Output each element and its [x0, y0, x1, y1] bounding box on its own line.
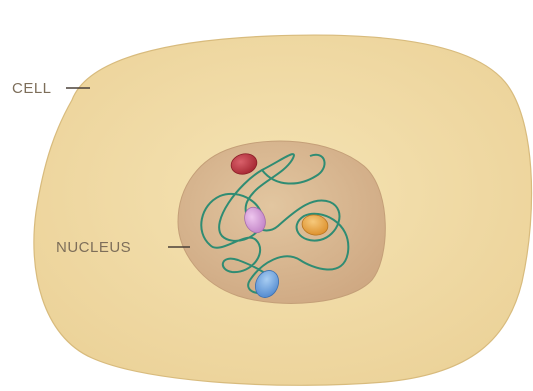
nucleus-label: NUCLEUS — [56, 239, 131, 256]
cell-label: CELL — [12, 80, 52, 97]
